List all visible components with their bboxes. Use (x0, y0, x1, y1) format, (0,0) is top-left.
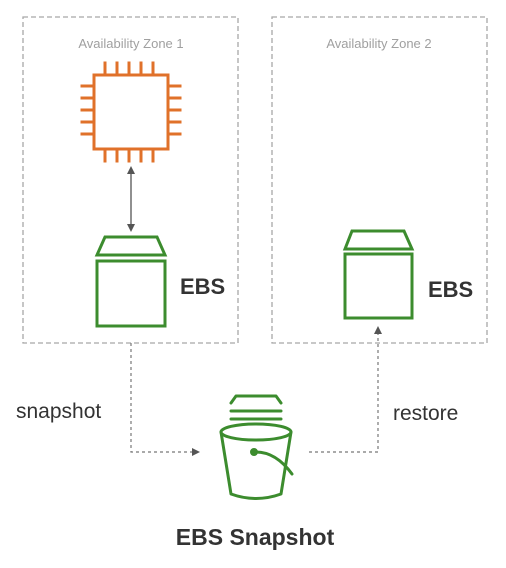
snapshot-label: snapshot (16, 400, 101, 423)
ec2-instance-icon (80, 61, 182, 163)
s3-bucket-icon (219, 394, 294, 500)
ebs-volume-icon (94, 235, 168, 328)
snapshot-title: EBS Snapshot (176, 524, 335, 550)
zone-2-label: Availability Zone 2 (326, 36, 431, 51)
snapshot-arrow (130, 343, 200, 456)
availability-zone-2: Availability Zone 2 (271, 16, 488, 344)
zone-1-label: Availability Zone 1 (78, 36, 183, 51)
restore-label: restore (393, 402, 458, 425)
ebs-label-zone-1: EBS (180, 274, 225, 299)
ebs-volume-icon (342, 229, 415, 320)
restore-arrow (309, 326, 382, 453)
ebs-label-zone-2: EBS (428, 277, 473, 302)
